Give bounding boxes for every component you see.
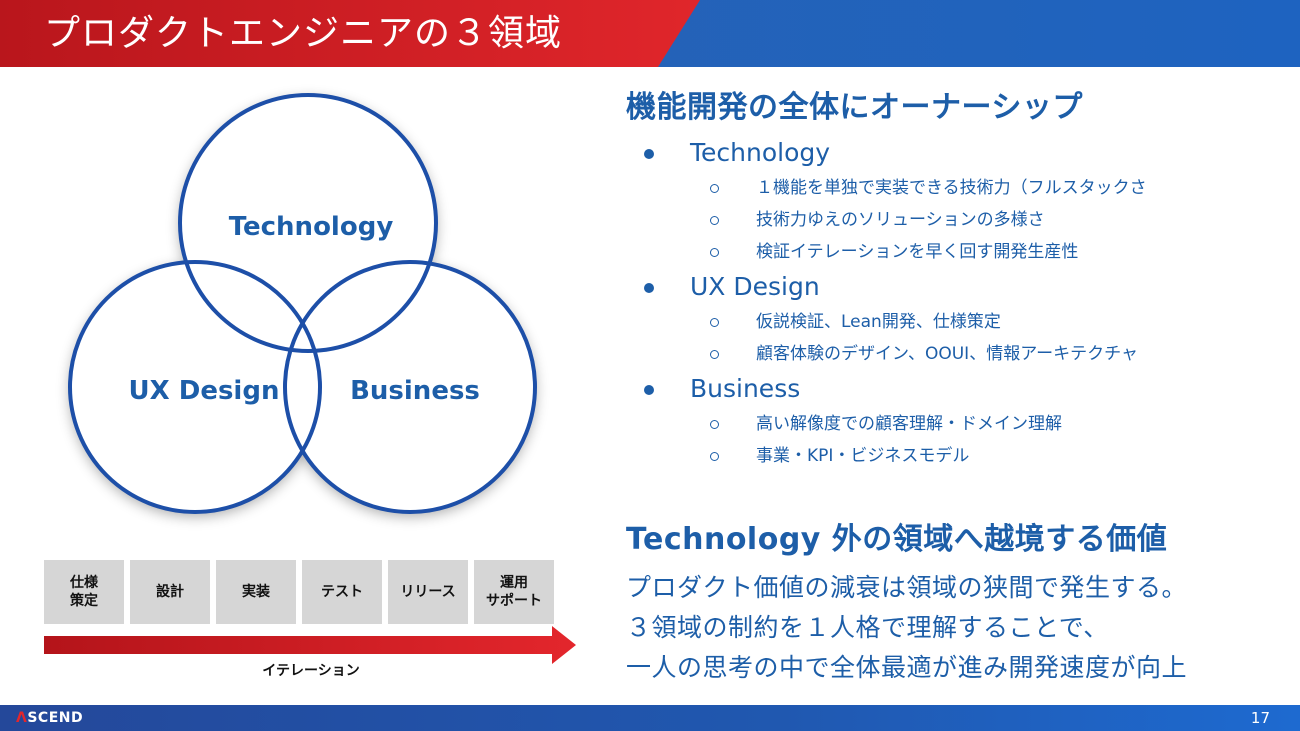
logo-mark-icon: Λ: [16, 710, 28, 726]
value-heading: Technology 外の領域へ越境する価値: [626, 522, 1168, 557]
paragraph-line: ３領域の制約を１人格で理解することで、: [626, 613, 1109, 642]
sub-item-label: 事業・KPI・ビジネスモデル: [756, 446, 970, 466]
sub-list-item: 技術力ゆえのソリューションの多様さ: [626, 204, 1286, 236]
bullet-dot: [644, 283, 654, 293]
sub-list-item: 仮説検証、Lean開発、仕様策定: [626, 306, 1286, 338]
venn-circle-technology: [178, 93, 438, 353]
bullet-dot: [644, 149, 654, 159]
list-item: Technology: [626, 134, 1286, 172]
list-item-label: Technology: [690, 138, 831, 167]
footer-bar: ΛSCEND 17: [0, 705, 1300, 731]
arrow-shape: [44, 626, 576, 664]
step-test: テスト: [302, 560, 382, 624]
venn-bg-top: [180, 95, 436, 351]
ascend-logo: ΛSCEND: [16, 705, 83, 731]
step-implement: 実装: [216, 560, 296, 624]
bullet-ring: [710, 350, 719, 359]
iteration-label: イテレーション: [262, 663, 360, 679]
ownership-heading: 機能開発の全体にオーナーシップ: [626, 90, 1083, 125]
sub-list-item: 事業・KPI・ビジネスモデル: [626, 440, 1286, 472]
value-paragraph: プロダクト価値の減衰は領域の狭間で発生する。 ３領域の制約を１人格で理解すること…: [626, 568, 1187, 688]
header-red-band: [0, 0, 700, 67]
venn-circle-business: [283, 260, 537, 514]
bullet-ring: [710, 420, 719, 429]
process-steps: 仕様 策定 設計 実装 テスト リリース 運用 サポート: [44, 560, 554, 624]
step-operation: 運用 サポート: [474, 560, 554, 624]
sub-item-label: 顧客体験のデザイン、OOUI、情報アーキテクチャ: [756, 344, 1139, 364]
venn-label-business: Business: [350, 376, 480, 406]
header-bar: プロダクトエンジニアの３領域: [0, 0, 1300, 67]
bullet-dot: [644, 385, 654, 395]
sub-item-label: 高い解像度での顧客理解・ドメイン理解: [756, 414, 1062, 434]
sub-list-item: 検証イテレーションを早く回す開発生産性: [626, 236, 1286, 268]
step-design: 設計: [130, 560, 210, 624]
venn-label-technology: Technology: [229, 212, 394, 242]
logo-text: SCEND: [27, 710, 84, 726]
slide-title: プロダクトエンジニアの３領域: [44, 13, 563, 54]
bullet-ring: [710, 248, 719, 257]
bullet-ring: [710, 216, 719, 225]
bullet-ring: [710, 318, 719, 327]
list-item-label: Business: [690, 374, 801, 403]
sub-item-label: 技術力ゆえのソリューションの多様さ: [756, 210, 1045, 230]
page-number: 17: [1250, 709, 1270, 727]
bullet-ring: [710, 184, 719, 193]
venn-diagram: Technology UX Design Business: [68, 93, 537, 514]
sub-list-item: 顧客体験のデザイン、OOUI、情報アーキテクチャ: [626, 338, 1286, 370]
venn-shadow-group: [70, 95, 535, 512]
sub-item-label: 仮説検証、Lean開発、仕様策定: [756, 312, 1001, 332]
paragraph-line: プロダクト価値の減衰は領域の狭間で発生する。: [626, 573, 1188, 602]
step-spec: 仕様 策定: [44, 560, 124, 624]
venn-label-ux: UX Design: [129, 376, 280, 406]
venn-circle-ux: [68, 260, 322, 514]
list-item: UX Design: [626, 268, 1286, 306]
sub-item-label: １機能を単独で実装できる技術力（フルスタックさ: [756, 178, 1147, 198]
bullet-ring: [710, 452, 719, 461]
list-item: Business: [626, 370, 1286, 408]
list-item-label: UX Design: [690, 272, 820, 301]
iteration-arrow: [44, 626, 576, 664]
sub-list-item: 高い解像度での顧客理解・ドメイン理解: [626, 408, 1286, 440]
sub-item-label: 検証イテレーションを早く回す開発生産性: [756, 242, 1079, 262]
paragraph-line: 一人の思考の中で全体最適が進み開発速度が向上: [626, 653, 1188, 682]
sub-list-item: １機能を単独で実装できる技術力（フルスタックさ: [626, 172, 1286, 204]
domain-list: Technology １機能を単独で実装できる技術力（フルスタックさ 技術力ゆえ…: [626, 134, 1286, 472]
step-release: リリース: [388, 560, 468, 624]
